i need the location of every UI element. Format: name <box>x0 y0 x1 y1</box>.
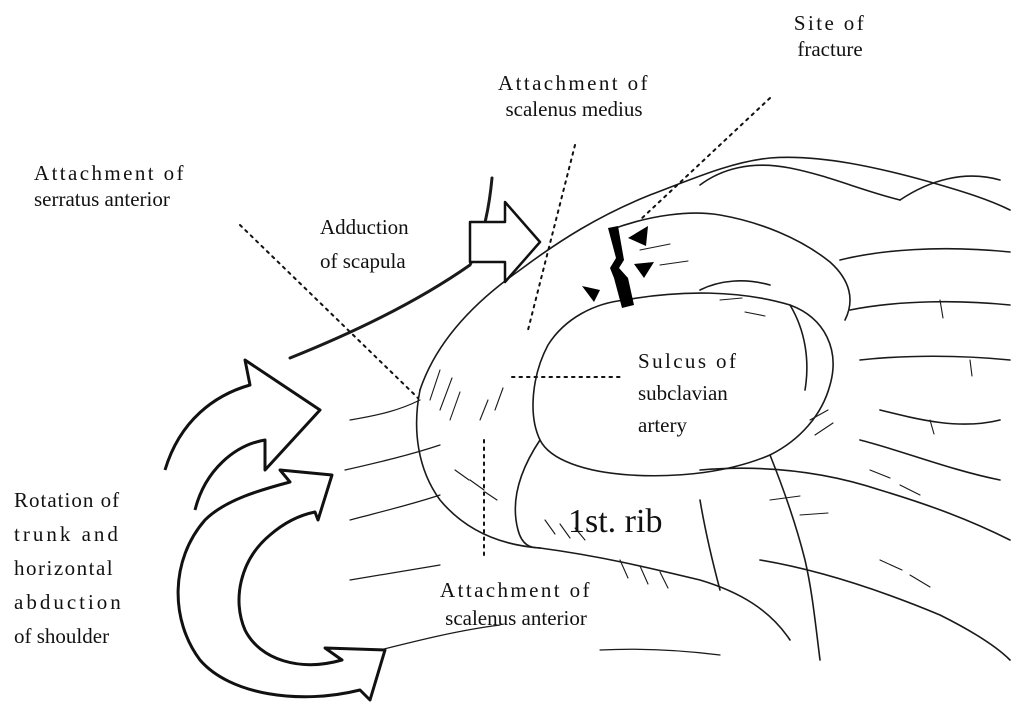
label-line: Site of <box>774 10 886 36</box>
label-line: Adduction <box>320 210 409 244</box>
label-attachment-scalenus-anterior: Attachment of scalenus anterior <box>412 576 620 632</box>
label-sulcus-of-subclavian-artery: Sulcus of subclavian artery <box>638 345 738 441</box>
label-line: of shoulder <box>14 619 124 653</box>
label-line: abduction <box>14 585 124 619</box>
label-line: of scapula <box>320 244 409 278</box>
label-line: scalenus medius <box>469 96 679 122</box>
label-first-rib: 1st. rib <box>568 503 662 541</box>
label-line: scalenus anterior <box>412 604 620 632</box>
label-adduction-of-scapula: Adduction of scapula <box>320 210 409 278</box>
label-line: horizontal <box>14 551 124 585</box>
label-line: trunk and <box>14 517 124 551</box>
label-rotation-of-trunk: Rotation of trunk and horizontal abducti… <box>14 483 124 653</box>
label-line: fracture <box>774 36 886 62</box>
label-line: Attachment of <box>34 160 186 186</box>
label-line: Rotation of <box>14 483 124 517</box>
label-line: artery <box>638 409 738 441</box>
label-site-of-fracture: Site of fracture <box>774 10 886 62</box>
label-line: subclavian <box>638 377 738 409</box>
label-attachment-serratus-anterior: Attachment of serratus anterior <box>34 160 186 212</box>
rotation-arrow <box>178 470 385 700</box>
label-line: Sulcus of <box>638 345 738 377</box>
adduction-arrow <box>470 202 540 282</box>
label-attachment-scalenus-medius: Attachment of scalenus medius <box>469 70 679 122</box>
label-line: Attachment of <box>469 70 679 96</box>
label-line: Attachment of <box>412 576 620 604</box>
label-line: serratus anterior <box>34 186 186 212</box>
